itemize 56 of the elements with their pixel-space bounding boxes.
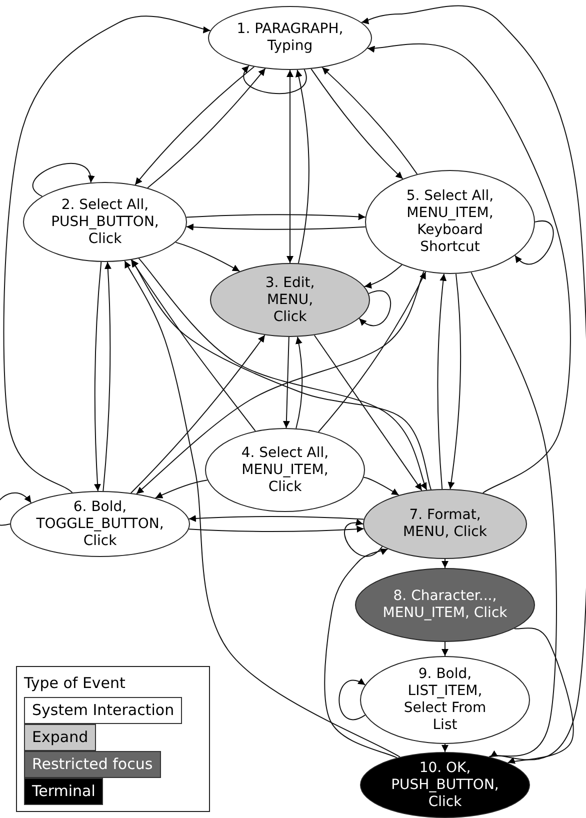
arrow [186, 224, 366, 231]
event-label: 8. Character..., MENU_ITEM, Click [382, 588, 508, 622]
event-label: 2. Select All, PUSH_BUTTON, Click [50, 196, 160, 248]
arrow [358, 290, 392, 326]
arrow [318, 271, 426, 432]
arrow [324, 548, 398, 758]
arrow [124, 260, 400, 758]
event-label: 4. Select All, MENU_ITEM, Click [240, 444, 330, 496]
arrow [437, 273, 447, 490]
arrow [102, 261, 112, 492]
arrow [442, 743, 448, 752]
arrow [442, 558, 448, 568]
event-label: 7. Format, MENU, Click [402, 507, 488, 541]
event-label: 5. Select All, MENU_ITEM, Keyboard Shortcut [405, 188, 495, 256]
legend-title: Type of Event [24, 673, 126, 693]
arrow [147, 68, 266, 188]
arrow [310, 68, 404, 180]
arrow [363, 476, 400, 496]
arrow [186, 213, 366, 220]
arrow [286, 70, 294, 264]
event-label: 6. Bold, TOGGLE_BUTTON, Click [35, 498, 165, 550]
arrow [134, 66, 255, 186]
arrow [514, 220, 554, 265]
arrow [361, 5, 586, 760]
arrow [282, 336, 290, 428]
event-label: 3. Edit, MENU, Click [264, 274, 316, 326]
arrow [448, 273, 462, 490]
event-label: 1. PARAGRAPH, Typing [236, 21, 344, 55]
arrow [364, 264, 402, 288]
arrow [470, 272, 557, 758]
arrow [130, 334, 266, 494]
event-label: 9. Bold, LIST_ITEM, Select From List [402, 666, 488, 734]
arrow [3, 16, 211, 494]
legend-swatch: Expand [24, 724, 96, 751]
legend-swatch: Terminal [24, 778, 104, 805]
arrow [32, 163, 94, 197]
arrow [295, 336, 303, 429]
arrow [94, 261, 102, 492]
legend-swatch: System Interaction [24, 697, 182, 724]
legend-swatch: Restricted focus [24, 751, 161, 778]
arrow [507, 628, 574, 764]
arrow [367, 43, 571, 494]
event-label: 10. OK, PUSH_BUTTON, Click [390, 760, 500, 810]
arrow [322, 66, 418, 175]
arrow [130, 259, 256, 432]
arrow [242, 65, 307, 94]
arrow [0, 492, 32, 526]
arrow [154, 480, 208, 498]
arrow [188, 526, 364, 533]
arrow [188, 514, 364, 522]
arrow [295, 69, 310, 264]
arrow [338, 678, 366, 720]
arrow [344, 520, 383, 556]
arrow [442, 642, 448, 656]
arrow [314, 334, 422, 491]
arrow [175, 242, 240, 272]
